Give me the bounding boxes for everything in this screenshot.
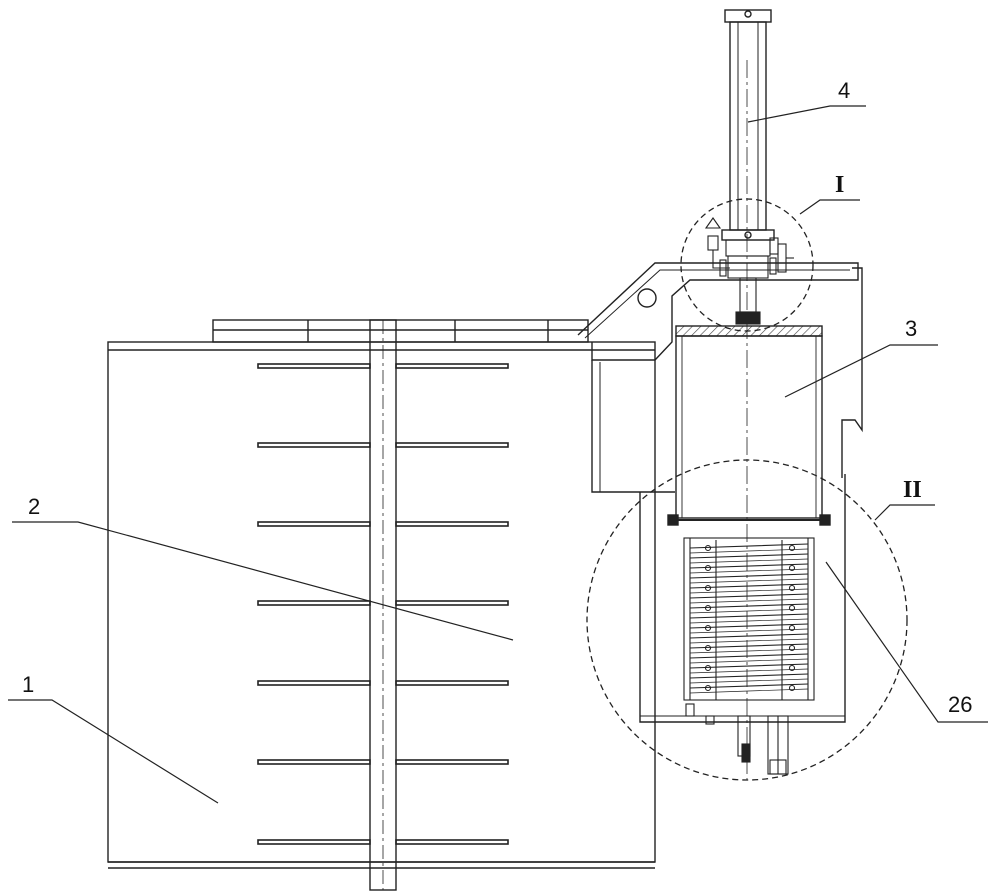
leader-1	[8, 699, 219, 804]
leader-detail-ii	[874, 504, 935, 521]
leader-3	[784, 344, 938, 398]
coil-turns	[689, 543, 809, 694]
bracket-arm	[577, 262, 859, 361]
coil-frame	[683, 537, 815, 701]
blade-row	[257, 521, 509, 527]
leader-4	[747, 105, 866, 123]
lower-chamber	[639, 474, 846, 723]
label-detail-ii: II	[903, 477, 922, 503]
label-1: 1	[22, 672, 34, 697]
valve-fittings	[704, 217, 794, 325]
agitator-blades	[257, 363, 509, 845]
label-3: 3	[905, 316, 917, 341]
blade-row	[257, 442, 509, 448]
leader-26	[825, 561, 988, 723]
tank-cover-plate	[212, 319, 589, 343]
blade-row	[257, 600, 509, 606]
label-2: 2	[28, 494, 40, 519]
label-detail-i: I	[835, 172, 844, 198]
leader-detail-i	[799, 199, 860, 215]
coil-studs	[704, 544, 796, 692]
label-4: 4	[838, 78, 850, 103]
actuator-top-cap	[724, 9, 772, 23]
blade-row	[257, 839, 509, 845]
bracket-pin-hole	[637, 288, 657, 308]
leader-lines	[8, 105, 988, 804]
actuator-cylinder	[704, 9, 794, 325]
callout-labels: 1 2 3 4 26 I II	[22, 78, 972, 717]
tank-body	[107, 319, 656, 869]
detail-circle-ii	[586, 459, 908, 781]
cylinder-body	[675, 335, 823, 519]
side-housing	[577, 262, 863, 723]
inlet-duct	[591, 360, 675, 493]
piston-cylinder	[667, 325, 831, 526]
leader-2	[12, 521, 514, 641]
tank-outline	[107, 341, 656, 863]
detail-circle-i	[680, 198, 814, 332]
right-frame-plate	[841, 267, 863, 478]
label-26: 26	[948, 692, 972, 717]
blade-row	[257, 363, 509, 369]
blade-row	[257, 759, 509, 765]
blade-row	[257, 680, 509, 686]
heating-coil	[683, 537, 815, 775]
